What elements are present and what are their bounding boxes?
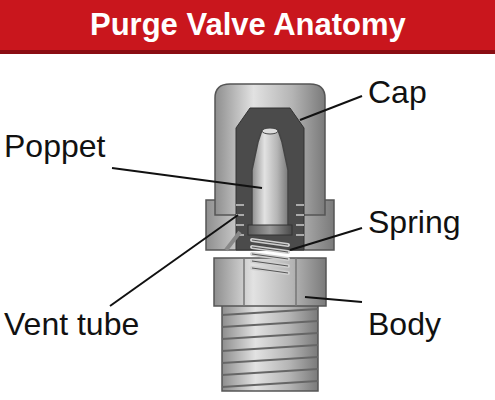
spring [252, 240, 288, 273]
leader-lines [110, 96, 362, 306]
part-label: Vent tube [2, 306, 141, 342]
part-label: Spring [366, 204, 463, 240]
banner-edge [0, 50, 495, 54]
body-thread [222, 305, 318, 391]
title-banner [0, 0, 495, 50]
part-label: Poppet [2, 128, 107, 164]
title: Purge Valve Anatomy [90, 7, 406, 43]
part-label: Body [366, 306, 443, 342]
poppet [248, 128, 292, 235]
part-label: Cap [366, 74, 429, 110]
vent-tube [226, 232, 240, 250]
cap [215, 84, 325, 250]
